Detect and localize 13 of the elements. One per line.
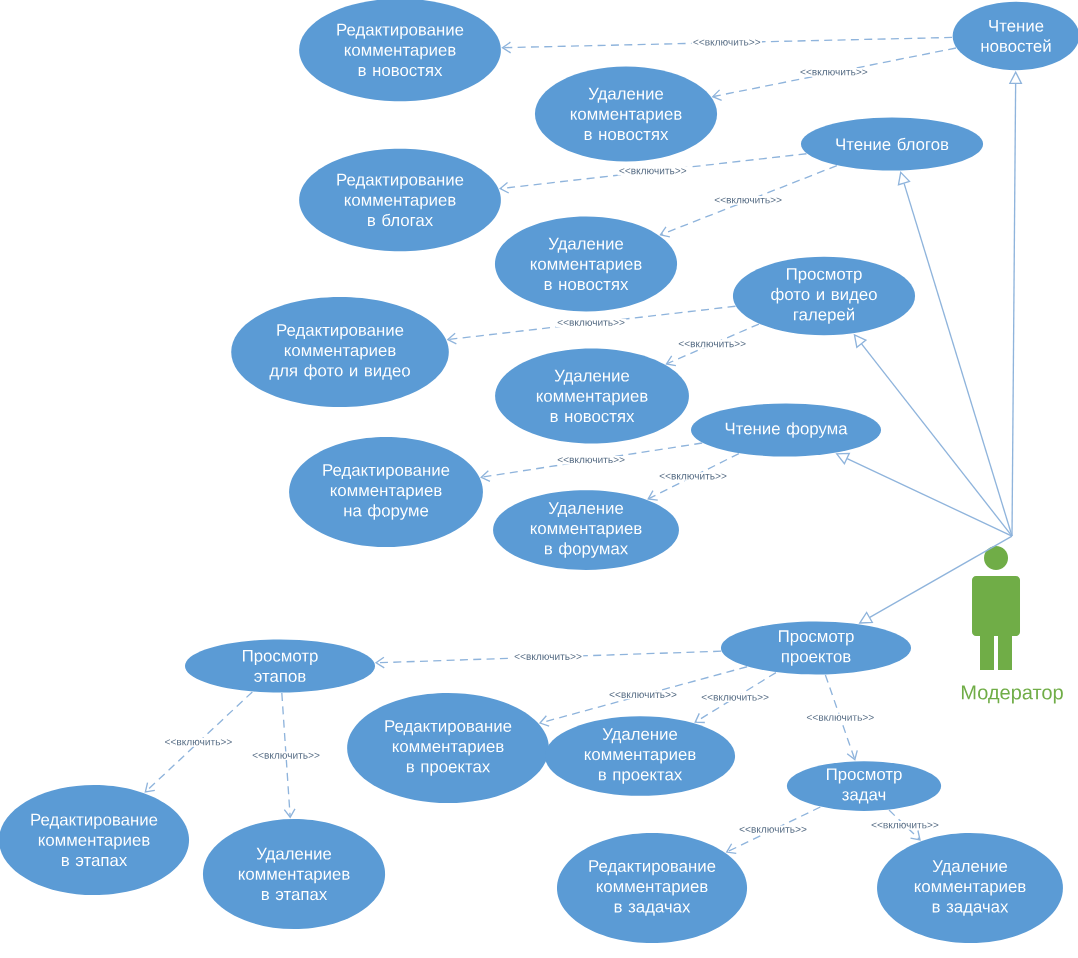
actor: Модератор — [961, 546, 1063, 704]
association-arrow — [897, 171, 1013, 537]
include-arrow — [281, 692, 296, 819]
node-label: Модератор — [961, 685, 1063, 704]
include-arrow — [647, 452, 740, 501]
include-arrow — [538, 666, 748, 727]
include-arrow — [824, 674, 858, 761]
include-arrow — [725, 806, 821, 855]
include-arrow — [694, 671, 777, 724]
include-arrow — [144, 691, 253, 793]
include-arrow — [659, 164, 838, 238]
include-arrow — [665, 323, 760, 367]
include-arrow — [888, 809, 921, 841]
